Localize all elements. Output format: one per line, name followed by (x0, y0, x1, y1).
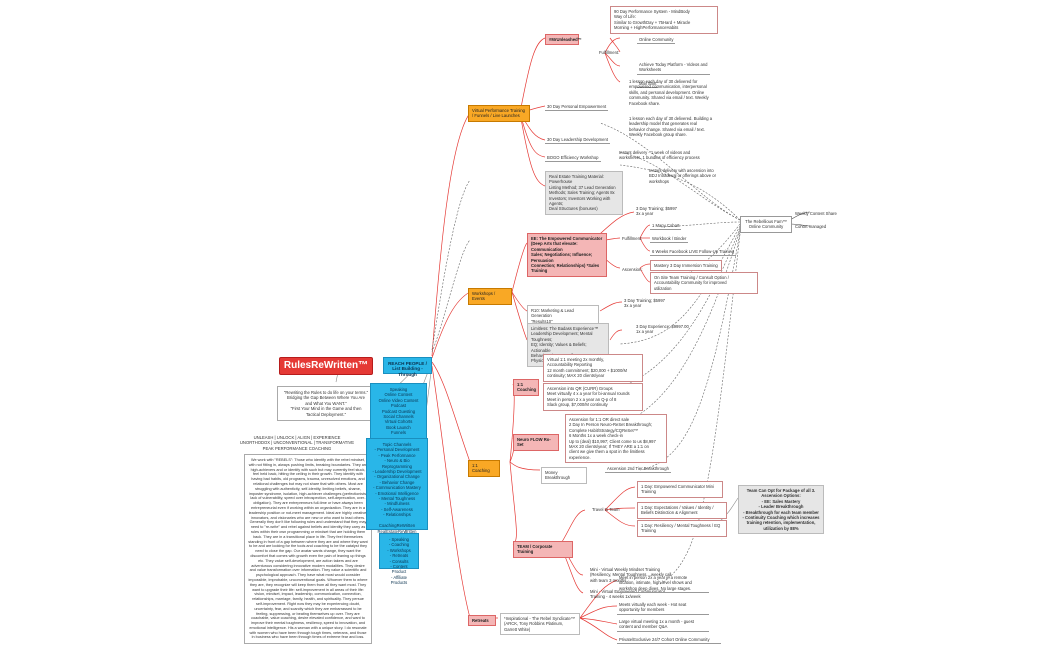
branch-coaching[interactable]: 1:1 Coaching (468, 460, 500, 477)
team-corporate-node[interactable]: TEAM / Corporate Training (513, 541, 573, 558)
rebel-syndicate-node[interactable]: *Inspirational - The Rebel Syndicate™ (A… (500, 613, 580, 636)
retreat-in-person: Meet in person 2x a year in a remote loc… (617, 574, 709, 594)
root-node[interactable]: RulesReWritten™ (279, 357, 373, 375)
retreats-node[interactable]: Retreats (468, 615, 496, 627)
empowered-communicator-node[interactable]: EE: The Empowered Communicator (Deep Art… (527, 233, 607, 277)
ee-three-day-price: 3 Day Training; $5997 3x a year (636, 206, 677, 217)
mail-shirt-item[interactable]: Mail Shirt (637, 80, 659, 89)
team-training-2[interactable]: 1 Day: Expectations / Values / Identity … (637, 502, 727, 519)
ee-fulfillment-label: Fulfillment: (622, 236, 643, 241)
money-breakthrough-node[interactable]: Money Breakthrough (541, 467, 587, 484)
ee-ascension-label: Ascension: (622, 267, 643, 272)
personal-empowerment-node[interactable]: 30 Day Personal Empowerment (545, 103, 609, 112)
tagline-quote: "Rewriting the Rules to do life on your … (277, 386, 375, 422)
bogo-workshop-node[interactable]: BOGO Efficiency Workshop (545, 154, 601, 163)
bogo-desc: Instant delivery - 1 week of videos and … (619, 150, 700, 161)
money-breakthrough-desc: Ascension 2nd Tier Breakthrough (605, 465, 671, 474)
many-cohort-item[interactable]: 1 Many Cohort (650, 222, 682, 231)
pillars-text: UNLEASH | UNLOCK | ALIGN | EXPERIENCE UN… (239, 435, 355, 451)
leadership-development-desc: 1 lesson each day of 30 delivered. Build… (629, 116, 713, 138)
retreat-monthly-virtual: Large virtual meeting 1x a month - guest… (617, 618, 709, 632)
weekly-content-share: Weekly Content Share (795, 211, 837, 216)
cohort-managed: Cohort managed (795, 224, 827, 229)
neuro-flow-desc[interactable]: Ascension for 1:1 OR direct sale 2 Day I… (565, 414, 667, 464)
travel-to-team: Travel to Team (592, 507, 620, 512)
team-training-1[interactable]: 1 Day: Empowered Communicator Mini Train… (637, 481, 723, 498)
coaching-virtual-node[interactable]: Virtual 1:1 meeting 2x monthly, Accounta… (543, 354, 643, 382)
unleashed-fulfillment-label: Fulfillment: (599, 50, 620, 55)
services-node[interactable]: - Speaking - Coaching - Workshops - Retr… (379, 533, 419, 585)
coaching-node[interactable]: 1:1 Coaching (513, 379, 539, 396)
online-community-item[interactable]: Online Community (637, 36, 676, 45)
limitless-price: 3 Day Experience; $9997.00 1x a year (636, 324, 689, 335)
onsite-team-training-item[interactable]: On Site Team Training / Consult Option /… (650, 272, 758, 295)
topic-channels-node[interactable]: Topic Channels - Personal Development - … (366, 438, 428, 534)
performance-system-node[interactable]: 90 Day Performance System - MindBody Way… (610, 6, 718, 34)
neuro-flow-node[interactable]: Neuro FLOW Ro-Set (513, 434, 559, 451)
coaching-ascension-node[interactable]: Ascension into QR (CURR) Groups Meet vir… (543, 383, 643, 411)
branch-virtual-training[interactable]: Virtual Performance Training / Funnels /… (468, 105, 530, 122)
channels-node[interactable]: Speaking Online Content Online Video Con… (370, 383, 427, 439)
mini-virtual-weekly: Mini - Virtual Weekly Mindset Training (… (590, 567, 672, 583)
reach-people-node[interactable]: REACH PEOPLE / List Building - Through (383, 357, 432, 377)
branch-workshops[interactable]: Workshops / Events (468, 288, 512, 305)
rebellious-fam-community[interactable]: The Rebellious Fam™ Online Community (740, 216, 792, 233)
mini-virtual-communicator: Mini - Virtual Empowered Communicator Tr… (590, 589, 666, 600)
team-package-node[interactable]: Team Can Opt for Package of all 3. Ascen… (738, 485, 824, 535)
personal-empowerment-desc: 1 lesson each day of 30 delivered for em… (629, 79, 709, 106)
mastery-immersion-item[interactable]: Mastery 3 Day Immersion Training (650, 260, 722, 272)
mr-unleashed-node[interactable]: #MrUnleashed™ (545, 34, 582, 46)
six-weeks-followup-item[interactable]: 6 Weeks Facebook LIVE Follow-Up Training (650, 248, 737, 257)
avatar-manifesto: We work with "REBELS": Those who identif… (244, 454, 372, 644)
instant-delivery-desc: Instant delivery with ascension into BDJ… (649, 168, 716, 184)
retreat-weekly-virtual: Meets virtually each week - Hot seat opp… (617, 601, 709, 615)
workbook-item[interactable]: Workbook / Binder (650, 235, 689, 244)
team-training-3[interactable]: 1 Day: Resiliency / Mental Toughness / E… (637, 520, 727, 537)
achieve-today-item[interactable]: Achieve Today Platform - Videos and Work… (637, 61, 710, 75)
retreat-private-community: Private/Exclusive 24/7 Cohort Online Com… (617, 636, 721, 645)
r10-price: 3 Day Training; $5997 3x a year (624, 298, 665, 309)
real-estate-training-node[interactable]: Real Estate Training Material: Powerhous… (545, 171, 623, 215)
leadership-development-node[interactable]: 30 Day Leadership Development (545, 136, 610, 145)
